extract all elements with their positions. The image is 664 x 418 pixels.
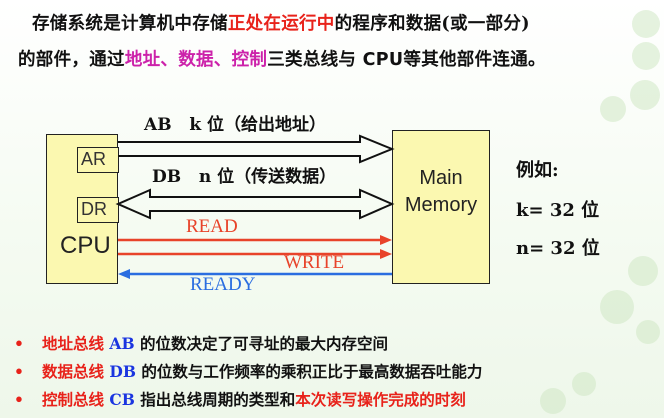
decor-circle — [600, 96, 626, 122]
memory-label-line1: Main — [419, 167, 463, 189]
intro-cpu: CPU — [362, 50, 404, 70]
bullet-dot: • — [14, 390, 24, 409]
bullet-lead: 数据总线 — [42, 362, 105, 381]
list-item: • 数据总线 DB 的位数与工作频率的乘积正比于最高数据吞吐能力 — [14, 358, 654, 386]
decor-circle — [540, 388, 566, 414]
bullet-tail: 本次读写操作完成的时刻 — [295, 390, 466, 409]
example-k: k= 32 位 — [516, 200, 600, 221]
data-bus-arrow — [115, 188, 395, 220]
intro-text: 等其他部件连通。 — [403, 50, 546, 70]
bullet-bus: AB — [109, 334, 135, 353]
read-signal-label: READ — [186, 216, 238, 237]
bullet-bus: DB — [109, 362, 136, 381]
main-memory-block: Main Memory — [392, 130, 490, 284]
cpu-label: CPU — [60, 232, 111, 259]
memory-label-line2: Memory — [404, 194, 478, 216]
bullet-list: • 地址总线 AB 的位数决定了可寻址的最大内存空间 • 数据总线 DB 的位数与工… — [14, 330, 654, 414]
decor-circle — [632, 10, 660, 38]
ready-signal-label: READY — [190, 274, 256, 295]
decor-circle — [572, 372, 596, 396]
read-arrow — [118, 235, 392, 245]
bullet-text: 的位数与工作频率的乘积正比于最高数据吞吐能力 — [141, 362, 483, 381]
decor-circle — [636, 320, 660, 344]
data-bus-label: DB n 位（传送数据） — [152, 167, 337, 187]
bullet-text: 的位数决定了可寻址的最大内存空间 — [139, 334, 388, 353]
ready-arrow — [118, 269, 392, 279]
dr-register: DR — [77, 197, 119, 223]
bullet-bus: CB — [109, 390, 135, 409]
example-n: n= 32 位 — [516, 238, 600, 259]
address-bus-label: AB k 位（给出地址） — [144, 115, 327, 135]
bullet-dot: • — [14, 334, 24, 353]
decor-circle — [600, 290, 634, 324]
example-title: 例如: — [516, 160, 559, 181]
intro-highlight-buses: 地址、数据、控制 — [124, 50, 268, 70]
bullet-lead: 地址总线 — [42, 334, 105, 353]
list-item: • 控制总线 CB 指出总线周期的类型和本次读写操作完成的时刻 — [14, 386, 654, 414]
bullet-lead: 控制总线 — [42, 390, 105, 409]
bullet-text: 指出总线周期的类型和 — [140, 390, 296, 409]
write-arrow — [118, 249, 392, 259]
intro-highlight-running: 正处在运行中 — [227, 14, 335, 34]
list-item: • 地址总线 AB 的位数决定了可寻址的最大内存空间 — [14, 330, 654, 358]
cpu-block: AR DR — [46, 134, 119, 284]
ar-register: AR — [77, 147, 119, 173]
decor-circle — [632, 42, 660, 70]
intro-text: 的程序和数据(或一部分) — [334, 14, 530, 34]
write-signal-label: WRITE — [284, 252, 345, 273]
decor-circle — [628, 256, 658, 286]
decor-circle — [630, 80, 660, 110]
bullet-dot: • — [14, 362, 24, 381]
address-bus-arrow — [118, 134, 395, 164]
intro-text: 三类总线与 — [267, 50, 363, 70]
intro-text: 的部件，通过 — [18, 50, 125, 70]
intro-paragraph: 存储系统是计算机中存储正处在运行中的程序和数据(或一部分) 的部件，通过地址、数… — [18, 6, 654, 78]
intro-text: 存储系统是计算机中存储 — [32, 14, 228, 34]
